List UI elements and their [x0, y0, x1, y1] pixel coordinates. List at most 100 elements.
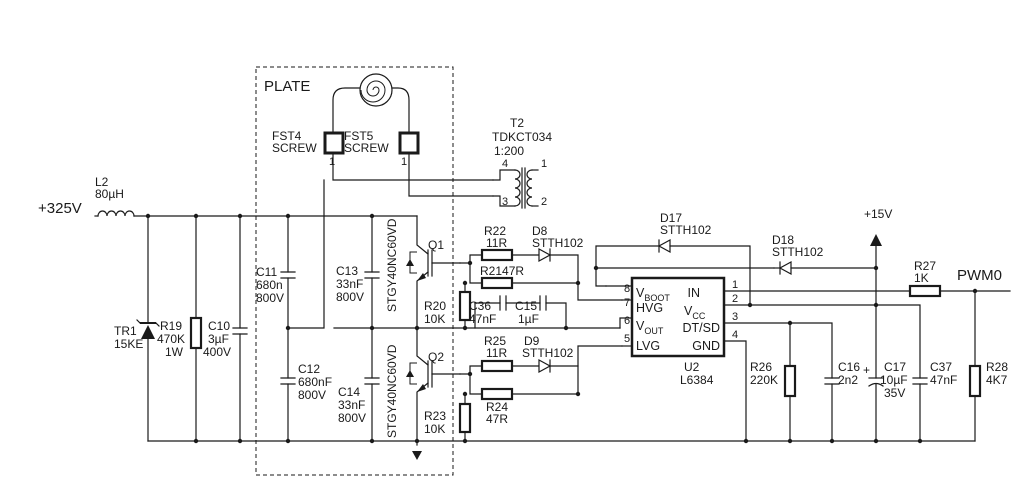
c10-name: C10 [208, 319, 230, 333]
capacitor-c14-icon [364, 377, 380, 385]
plate-boundary [255, 66, 454, 476]
r24-name: R24 [486, 400, 508, 414]
capacitor-c37-icon [912, 377, 928, 385]
c16-name: C16 [838, 360, 860, 374]
u2-vout: VOUT [636, 319, 664, 336]
r25-name: R25 [484, 334, 506, 348]
r25-value: 11R [486, 346, 507, 360]
t2-name: T2 [510, 116, 524, 130]
resistor-r26-icon [783, 364, 797, 398]
r20-name: R20 [424, 299, 446, 313]
plate-label: PLATE [264, 78, 310, 95]
inductor-l2-icon [97, 210, 135, 217]
r23-name: R23 [424, 409, 446, 423]
u2-lvg: LVG [636, 339, 660, 353]
c36-label: C36 [469, 299, 491, 313]
diode-d8-icon [538, 247, 552, 263]
r22-name: R22 [484, 224, 506, 238]
capacitor-c16-icon [824, 377, 840, 385]
c36-value: 47nF [469, 312, 496, 326]
t2-ratio: 1:200 [494, 144, 524, 158]
u2-name: U2 [684, 360, 700, 374]
fst5-name: FST5 [344, 129, 374, 143]
c10-value: 3µF [208, 332, 229, 346]
tr1-name: TR1 [114, 324, 137, 338]
capacitor-c11-icon [280, 271, 296, 279]
d17-name: D17 [660, 211, 682, 225]
resistor-r23-icon [458, 402, 472, 434]
r26-name: R26 [750, 360, 772, 374]
d8-part: STTH102 [532, 236, 584, 250]
l2-name: L2 [95, 175, 109, 189]
c14-rating: 800V [338, 411, 366, 425]
c15-name: C15 [515, 299, 537, 313]
t2-part: TDKCT034 [492, 130, 552, 144]
d18-name: D18 [772, 233, 794, 247]
c13-name: C13 [336, 264, 358, 278]
resistor-r25-icon [480, 359, 514, 373]
capacitor-c10-icon [232, 327, 248, 335]
c11-value: 680n [256, 278, 283, 292]
u2-pin-1: 1 [732, 279, 738, 291]
capacitor-c13-icon [364, 271, 380, 279]
diode-d9-icon [538, 358, 552, 374]
u2-pin-5: 5 [624, 333, 630, 345]
q2-part: STGY40NC60VD [385, 344, 399, 438]
igbt-q2-icon [406, 329, 461, 446]
fst4-type: SCREW [272, 141, 317, 155]
u2-pin-4: 4 [732, 329, 738, 341]
u2-pin-8: 8 [624, 283, 630, 295]
r27-name: R27 [914, 259, 936, 273]
t2-pin-2: 2 [541, 196, 547, 208]
ic-u2-body [630, 276, 726, 358]
r23-value: 10K [424, 422, 445, 436]
c13-rating: 800V [336, 290, 364, 304]
vcc-arrow-icon [870, 234, 882, 246]
r27-value: 1K [914, 271, 929, 285]
resistor-r27-icon [908, 284, 942, 298]
tr1-value: 15KE [114, 337, 143, 351]
resistor-r21-icon [480, 276, 514, 290]
c13-value: 33nF [336, 277, 363, 291]
u2-pin-7: 7 [624, 297, 630, 309]
r28-value: 4K7 [986, 373, 1008, 387]
t2-pin-3: 3 [502, 196, 508, 208]
u2-part: L6384 [680, 373, 714, 387]
fst4-pin: 1 [329, 156, 335, 168]
u2-gnd: GND [692, 339, 720, 353]
t2-pin-1: 1 [541, 158, 547, 170]
fst4-terminal [323, 131, 345, 155]
u2-vcc: VCC [684, 304, 706, 321]
c12-rating: 800V [298, 388, 326, 402]
u2-dtsd: DT/SD [683, 321, 721, 335]
u2-pin-6: 6 [624, 315, 630, 327]
c16-value: 2n2 [838, 373, 858, 387]
c17-value: 10µF [880, 373, 908, 387]
fst5-pin: 1 [401, 156, 407, 168]
l2-value: 80µH [95, 187, 124, 201]
c17-polarity: + [863, 363, 870, 377]
q1-part: STGY40NC60VD [385, 218, 399, 312]
fst4-name: FST4 [272, 129, 302, 143]
c14-name: C14 [338, 385, 360, 399]
pwm-label: PWM0 [957, 267, 1002, 284]
capacitor-c12-icon [280, 377, 296, 385]
r22-value: 11R [486, 236, 507, 250]
c11-name: C11 [256, 265, 277, 279]
igbt-q1-icon [406, 215, 461, 331]
u2-hvg: HVG [636, 301, 663, 315]
capacitor-c36-icon [499, 295, 507, 311]
fst5-type: SCREW [344, 141, 389, 155]
capacitor-c15-icon [539, 295, 547, 311]
u2-pin-3: 3 [732, 311, 738, 323]
c17-name: C17 [884, 360, 906, 374]
r28-name: R28 [986, 360, 1008, 374]
r19-rating: 1W [165, 345, 184, 359]
q2-name: Q2 [428, 350, 444, 364]
c15-value: 1µF [518, 312, 539, 326]
diode-d18-icon [778, 260, 792, 276]
r19-name: R19 [160, 319, 182, 333]
resistor-r22-icon [480, 248, 514, 262]
r20-value: 10K [424, 312, 445, 326]
